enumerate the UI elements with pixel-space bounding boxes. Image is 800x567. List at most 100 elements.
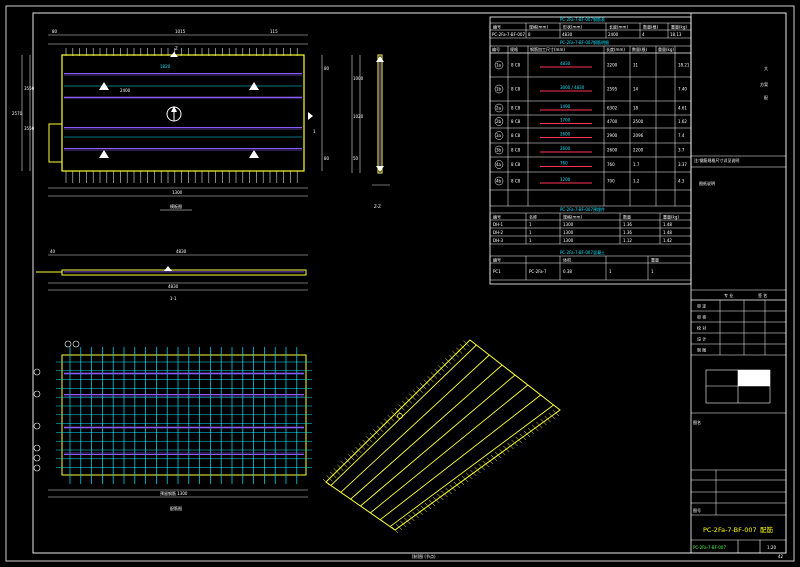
table-cell: 4 (642, 32, 645, 37)
table-cell: 重量(kg) (671, 24, 687, 30)
table-cell: 18.13 (670, 32, 682, 37)
rebar-id-bubble (494, 84, 504, 94)
table-cell: 1.2 (633, 178, 640, 183)
table-cell: 长度(mm) (609, 24, 628, 30)
rebar-id-bubble (494, 160, 504, 169)
lifting-point-marker (99, 82, 109, 90)
table-cell: 体积 (563, 257, 571, 263)
title-role-label: 校 对 (697, 325, 706, 331)
table-cell: 8 C8 (511, 86, 521, 91)
table-cell: 1.36 (623, 230, 632, 235)
table-cell: 2096 (633, 133, 644, 138)
table-cell: 1.48 (663, 230, 672, 235)
bottom-caption: [制]图 (节点) (412, 553, 436, 559)
table-cell: 4830 (560, 61, 571, 66)
table-cell: 编号 (493, 24, 501, 30)
table-cell: 1490 (560, 104, 571, 109)
table-cell: 1200 (560, 177, 571, 182)
table-cell: 3000 / 4830 (560, 85, 585, 90)
reinforcement-view: 预留钢筋 1300 配筋图 (33, 340, 312, 511)
table-cell: 3.37 (678, 162, 687, 167)
table-cell: 2900 (607, 133, 618, 138)
rebar-callout-bubble (33, 390, 41, 398)
table-cell: 规格(mm) (563, 214, 582, 220)
plan-rebar-line (64, 127, 302, 130)
table-cell: PC1 (493, 269, 501, 274)
isometric-rebar-lines (322, 340, 560, 534)
sec1-dim-total: 4830 (176, 249, 187, 254)
z-dim-mid: 1020 (353, 114, 364, 119)
rebar-id-bubble (494, 131, 504, 140)
table-cell: 18 (633, 105, 639, 110)
table-cell: DH-1 (493, 222, 504, 227)
table-cell: 8 C8 (511, 178, 521, 183)
plan-bottom-rebar-ends (65, 171, 298, 183)
detail-table-title: PC-2Fa-7-BF-007钢筋明细 (560, 39, 609, 45)
plan-section-marker-1: 1 (313, 129, 316, 134)
table-cell: 2200 (633, 147, 644, 152)
table-cell: DH-3 (493, 238, 504, 243)
rebar-table: 编号规格(mm)形状(mm)长度(mm)数量(根)重量(kg)PC-2Fa-7-… (489, 22, 692, 39)
table-cell: 1 (529, 238, 532, 243)
plan-rebar-line (64, 96, 302, 99)
rebar-id-bubble (494, 60, 504, 70)
concrete-table-title: PC-2Fa-7-BF-007混凝土 (560, 249, 605, 255)
table-cell: 数量(根) (643, 24, 659, 30)
rebar-callout-bubble (33, 454, 41, 462)
table-cell: 4.3 (678, 178, 685, 183)
table-cell: 重量(kg) (663, 214, 679, 220)
isometric-view (322, 339, 561, 534)
table-cell: 18.21 (678, 62, 690, 67)
section-z-view: 1000 1020 50 Z-Z (351, 54, 390, 209)
rebar-id-bubble (494, 103, 504, 113)
bottom-code: PC-2Fa-7-BF-007 (693, 545, 726, 550)
table-cell: 8 C8 (511, 62, 521, 67)
section-z-title: Z-Z (374, 204, 381, 209)
plan-dim-r2: 80 (324, 156, 330, 161)
reinforcement-vertical-bars (69, 347, 298, 484)
table-cell: 1300 (563, 230, 574, 235)
rebar-callout-bubble (33, 422, 41, 430)
table-cell: 8 C8 (511, 105, 521, 110)
table-cell: 7.40 (678, 86, 687, 91)
title-block-lower-rows: 图号 (691, 470, 786, 515)
table-cell: 钢筋加工尺寸(mm) (530, 46, 565, 52)
plan-view: 80 1015 115 2400 1820 Z 1 (12, 29, 330, 211)
table-cell: 1b (496, 86, 502, 91)
plan-dim-right: 115 (270, 29, 278, 34)
table-cell: 1 (651, 269, 654, 274)
plan-callout: 2400 (120, 88, 131, 93)
title-role-label: 审 定 (697, 303, 706, 309)
table-cell: 8 (528, 32, 531, 37)
plan-rebar-line (64, 148, 302, 151)
table-cell: 1 (529, 230, 532, 235)
plan-dim-height: 2570 (12, 111, 23, 116)
title-header-2: 签 名 (758, 292, 767, 298)
table-cell: DH-2 (493, 230, 504, 235)
project-name-1: 大 (764, 65, 768, 71)
table-cell: 3b (496, 147, 502, 152)
z-dim-top: 1000 (353, 76, 364, 81)
plan-dim-total: 1300 (172, 190, 183, 195)
title-label-code: 图号 (693, 507, 701, 513)
z-dim-bottom: 50 (353, 156, 359, 161)
table-cell: 3.7 (678, 147, 685, 152)
reinforcement-horizontal-bars (56, 361, 312, 468)
rebar-callout-bubble (64, 340, 72, 348)
reinf-dim-sub: 预留钢筋 1300 (160, 490, 188, 496)
tables-block: PC-2Fa-7-BF-007钢筋表 编号规格(mm)形状(mm)长度(mm)数… (489, 16, 692, 285)
title-role-label: 审 核 (697, 314, 706, 320)
lifting-point-marker (99, 150, 109, 158)
plan-rebar-line (64, 73, 302, 76)
table-cell: 编号 (493, 214, 501, 220)
table-cell: 1300 (563, 222, 574, 227)
table-cell: 1.36 (623, 222, 632, 227)
rebar-callout-bubble (72, 340, 80, 348)
section-1-view: 4830 40 4830 1-1 (36, 249, 308, 301)
rebar-callout-bubble (33, 464, 41, 472)
title-role-label: 设 计 (697, 336, 706, 342)
table-cell: 4830 (562, 32, 573, 37)
table-cell: 3a (496, 133, 502, 138)
title-label-mid: 图名 (693, 419, 701, 425)
